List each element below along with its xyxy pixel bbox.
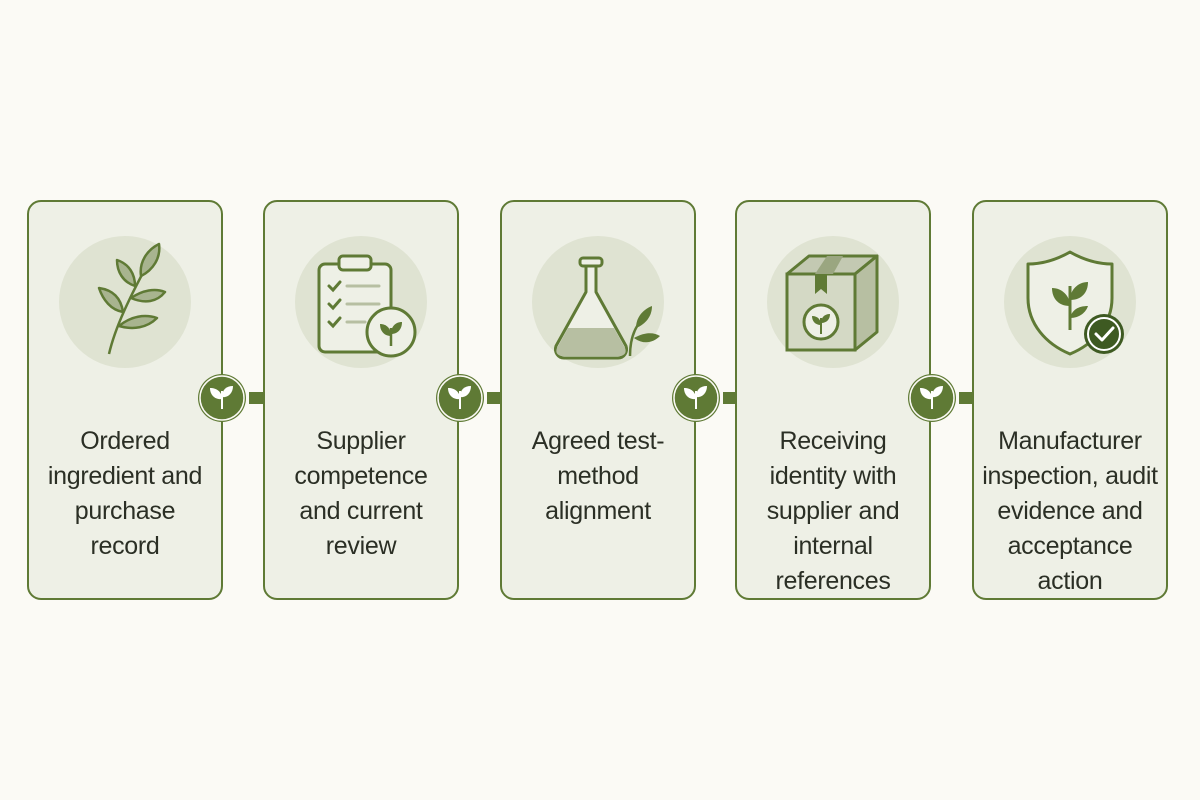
clipboard-checklist-icon [295, 236, 427, 368]
shield-check-icon [1004, 236, 1136, 368]
connector-3 [671, 373, 771, 423]
leaf-branch-icon [59, 236, 191, 368]
leaf-badge-icon [198, 374, 246, 422]
step-label-3: Agreed test-method alignment [531, 427, 665, 525]
step-card-5: Manufacturer inspection, audit evidence … [972, 200, 1168, 600]
step-label-5: Manufacturer inspection, audit evidence … [982, 427, 1158, 595]
package-box-icon [767, 236, 899, 368]
leaf-badge-icon [436, 374, 484, 422]
step-card-4: Receiving identity with supplier and int… [735, 200, 931, 600]
leaf-badge-icon [908, 374, 956, 422]
leaf-badge-icon [672, 374, 720, 422]
step-card-2: Supplier competence and current review [263, 200, 459, 600]
step-card-1: Ordered ingredient and purchase record [27, 200, 223, 600]
step-label-1: Ordered ingredient and purchase record [47, 427, 203, 560]
step-label-4: Receiving identity with supplier and int… [766, 427, 900, 595]
step-card-3: Agreed test-method alignment [500, 200, 696, 600]
step-label-2: Supplier competence and current review [294, 427, 428, 560]
flask-leaf-icon [532, 236, 664, 368]
